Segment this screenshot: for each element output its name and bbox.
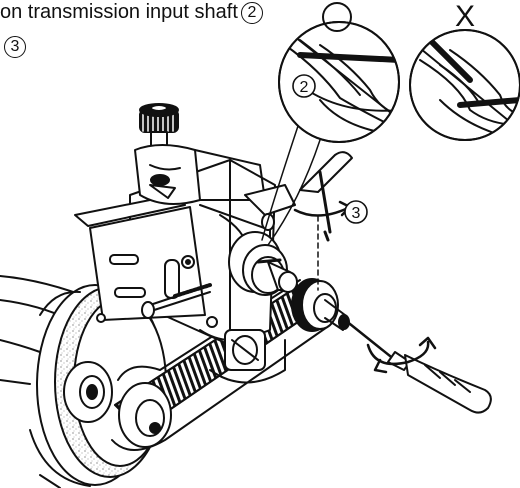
detail-leader-lines <box>261 119 321 246</box>
correct-mark <box>322 2 352 32</box>
instruction-caption-line2: 3 <box>4 35 26 58</box>
hex-wrench <box>299 151 353 242</box>
rotation-ref-number: 3 <box>352 205 361 222</box>
detail-ref-number: 2 <box>300 79 309 96</box>
motor-pulley <box>291 278 350 332</box>
caption-text: on transmission input shaft <box>0 1 238 23</box>
incorrect-mark: X <box>455 0 476 33</box>
circled-number-3: 3 <box>4 35 26 58</box>
screwdriver <box>343 318 492 414</box>
input-shaft <box>228 231 301 296</box>
tension-knob <box>134 103 266 205</box>
circled-number-2: 2 <box>240 1 263 24</box>
wrench-rotation-arrow <box>293 200 352 291</box>
detail-correct-alignment <box>278 21 400 143</box>
adjusting-bolt <box>141 283 212 319</box>
floor-line <box>39 474 61 488</box>
detail-incorrect-alignment <box>409 29 520 141</box>
lower-pulley <box>118 382 172 448</box>
rotation-ref-circle <box>344 200 368 224</box>
detail-ref-circle <box>292 74 316 98</box>
screwdriver-rotation-arrow <box>366 336 437 374</box>
